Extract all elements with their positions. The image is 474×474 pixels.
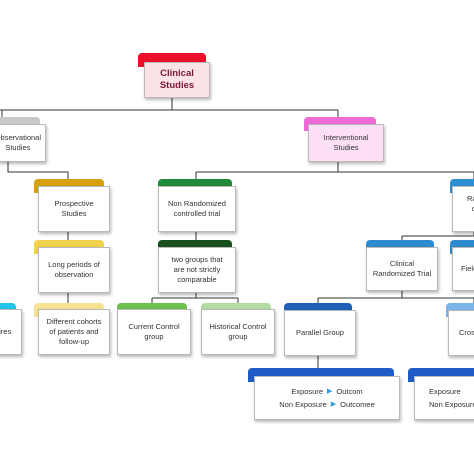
non-exposure-label: Non Exposure	[429, 399, 474, 409]
node-label: Exposure Non Exposure	[414, 376, 474, 420]
node-text: ObservationalStudies	[0, 133, 41, 152]
node-label: Crossover	[448, 310, 474, 356]
node-label: Questionnaires	[0, 309, 22, 355]
exposure-row: Exposure ▶ Outcom	[291, 387, 362, 397]
node-text: Questionnaires	[0, 327, 12, 336]
node-label: Prospective Studies	[38, 186, 110, 232]
node-label: Exposure ▶ Outcom Non Exposure ▶ Outcome…	[254, 376, 400, 420]
exposure-row: Exposure	[429, 387, 461, 397]
connector-root-children	[0, 96, 339, 124]
arrow-right-icon: ▶	[330, 400, 337, 408]
non-exposure-row: Non Exposure ▶ Outcomee	[279, 400, 375, 410]
node-text: Field Trial	[461, 264, 474, 273]
node-label: ObservationalStudies	[0, 124, 46, 162]
non-exposure-label: Non Exposure	[279, 399, 327, 409]
exposure-label: Exposure	[429, 386, 461, 396]
node-text: Parallel Group	[296, 328, 344, 337]
exposure-label: Exposure	[291, 386, 324, 396]
connector-interventional-children	[195, 160, 474, 186]
node-label: Field Trial	[452, 247, 474, 291]
node-text: Prospective Studies	[54, 199, 94, 218]
non-exposure-row: Non Exposure	[429, 400, 474, 410]
outcome-label-2: Outcomee	[340, 399, 375, 409]
outcome-label: Outcom	[336, 386, 363, 396]
arrow-right-icon: ▶	[327, 387, 333, 395]
node-label: Parallel Group	[284, 310, 356, 356]
node-text: Crossover	[459, 328, 474, 337]
